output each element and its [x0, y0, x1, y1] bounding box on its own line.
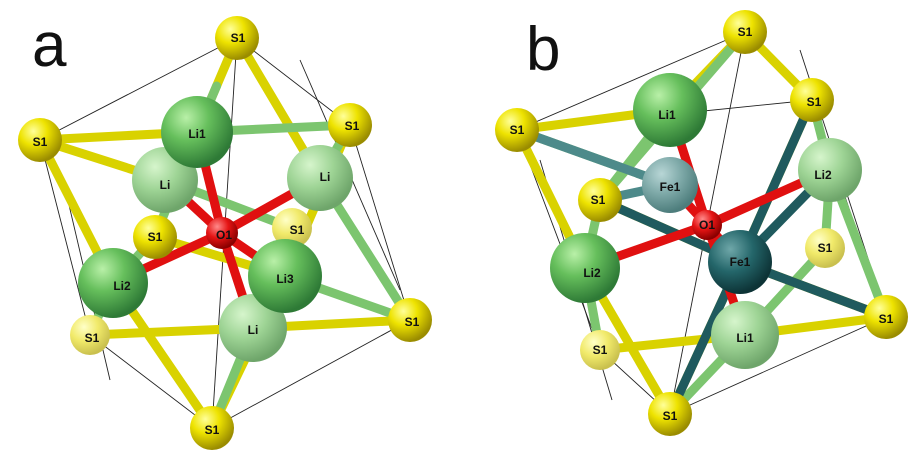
panel-b-fe1-front-atom	[708, 230, 772, 294]
panel-b-o1-label: O1	[699, 218, 715, 232]
panel-b-s1-top-label: S1	[738, 25, 753, 39]
panel-a-o1-atom	[206, 217, 238, 249]
panel-a-li-back-label: Li	[160, 178, 171, 192]
panel-a-s1-lower-left-label: S1	[85, 331, 100, 345]
panel-b-li2-left-label: Li2	[583, 266, 601, 280]
panel-a-o1-label: O1	[216, 228, 232, 242]
panel-b-s1-lower-left-atom	[580, 330, 620, 370]
panel-b-s1-front-atom	[578, 178, 622, 222]
panel-a-li3-label: Li3	[276, 272, 294, 286]
panel-b-li2-left-atom	[550, 233, 620, 303]
panel-a-s1-bottom-label: S1	[205, 423, 220, 437]
panel-b-li1-upper-atom	[633, 73, 707, 147]
panel-b-s1-bottom-label: S1	[663, 409, 678, 423]
panel-b: b	[495, 10, 908, 436]
panel-a-s1-bottom-atom	[190, 406, 234, 450]
panel-a-li-back-right-label: Li	[320, 170, 331, 184]
panel-b-s1-bottom-atom	[648, 392, 692, 436]
panel-a-s1-lower-right-label: S1	[405, 315, 420, 329]
panel-b-s1-front-label: S1	[591, 193, 606, 207]
panel-a-s1-back-label: S1	[290, 223, 305, 237]
panel-a: a	[18, 11, 432, 450]
panel-b-s1-left-label: S1	[510, 123, 525, 137]
panel-a-li3-atom	[248, 239, 322, 313]
panel-b-fe1-back-atom	[642, 157, 698, 213]
panel-a-s1-left-atom	[18, 118, 62, 162]
panel-a-li2-label: Li2	[113, 279, 131, 293]
panel-a-li1-atom	[161, 96, 233, 168]
panel-a-li1-label: Li1	[188, 127, 206, 141]
panel-a-s1-right-atom	[328, 103, 372, 147]
panel-b-s1-lower-right-atom	[864, 295, 908, 339]
panel-a-letter: a	[32, 11, 67, 80]
panel-b-li1-upper-label: Li1	[658, 108, 676, 122]
panel-b-li2-right-label: Li2	[814, 168, 832, 182]
panel-b-s1-back-label: S1	[818, 241, 833, 255]
panel-b-li2-right-atom	[798, 138, 862, 202]
panel-a-s1-right-label: S1	[345, 119, 360, 133]
panel-b-fe1-back-label: Fe1	[660, 180, 681, 194]
panel-a-li-back-bottom-atom	[219, 294, 287, 362]
panel-b-fe1-front-label: Fe1	[730, 255, 751, 269]
panel-a-s1-top-label: S1	[231, 31, 246, 45]
panel-b-s1-right-atom	[790, 78, 834, 122]
panel-a-li-back-right-atom	[287, 145, 353, 211]
panel-b-s1-top-atom	[723, 10, 767, 54]
panel-a-li-back-bottom-label: Li	[248, 323, 259, 337]
panel-b-s1-lower-right-label: S1	[879, 312, 894, 326]
panel-b-s1-right-label: S1	[807, 95, 822, 109]
panel-a-s1-left-label: S1	[33, 135, 48, 149]
panel-b-letter: b	[526, 15, 560, 84]
panel-a-s1-top-atom	[215, 16, 259, 60]
panel-b-li1-lower-atom	[711, 301, 779, 369]
panel-b-s1-lower-left-label: S1	[593, 343, 608, 357]
panel-a-s1-lower-right-atom	[388, 298, 432, 342]
panel-b-li1-lower-label: Li1	[736, 331, 754, 345]
panel-b-o1-atom	[692, 210, 722, 240]
panel-a-s1-front-atom	[133, 215, 177, 259]
panel-b-s1-back-atom	[805, 228, 845, 268]
panel-a-s1-lower-left-atom	[70, 315, 110, 355]
panel-a-s1-front-label: S1	[148, 230, 163, 244]
panel-a-s1-back-atom	[272, 208, 312, 248]
panel-b-s1-left-atom	[495, 108, 539, 152]
panel-a-li2-atom	[78, 248, 148, 318]
